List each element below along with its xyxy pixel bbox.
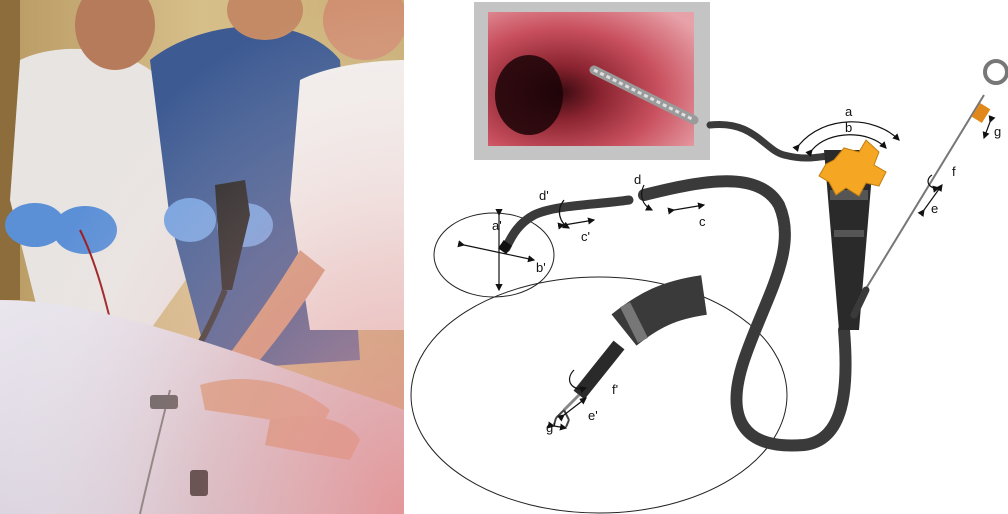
label-a-prime: a' [492,218,502,233]
label-g-prime: g' [546,420,556,435]
label-g: g [994,124,1001,139]
lumen-shadow [495,55,563,135]
label-f: f [952,164,956,179]
clinical-photo [0,0,404,514]
zoom-instrument-wire [564,395,579,410]
label-b-prime: b' [536,260,546,275]
label-a: a [845,104,853,119]
label-f-prime: f' [612,382,618,397]
label-e: e [931,201,938,216]
label-b: b [845,120,852,135]
instrument-wire [859,95,984,300]
label-d-prime: d' [539,188,549,203]
label-c-prime: c' [581,229,590,244]
label-c: c [699,214,706,229]
instrument-slider [972,103,991,123]
handle-band-2 [834,230,864,237]
endoscope-diagram: a b c d e f g a' b' c' d' e' f' g' [404,0,1008,514]
monitor-cable [710,124,834,158]
zoom-scope-band [629,320,639,325]
label-e-prime: e' [588,408,598,423]
label-d: d [634,172,641,187]
instrument-ring-handle [985,61,1007,83]
vignette-overlay [0,0,404,514]
